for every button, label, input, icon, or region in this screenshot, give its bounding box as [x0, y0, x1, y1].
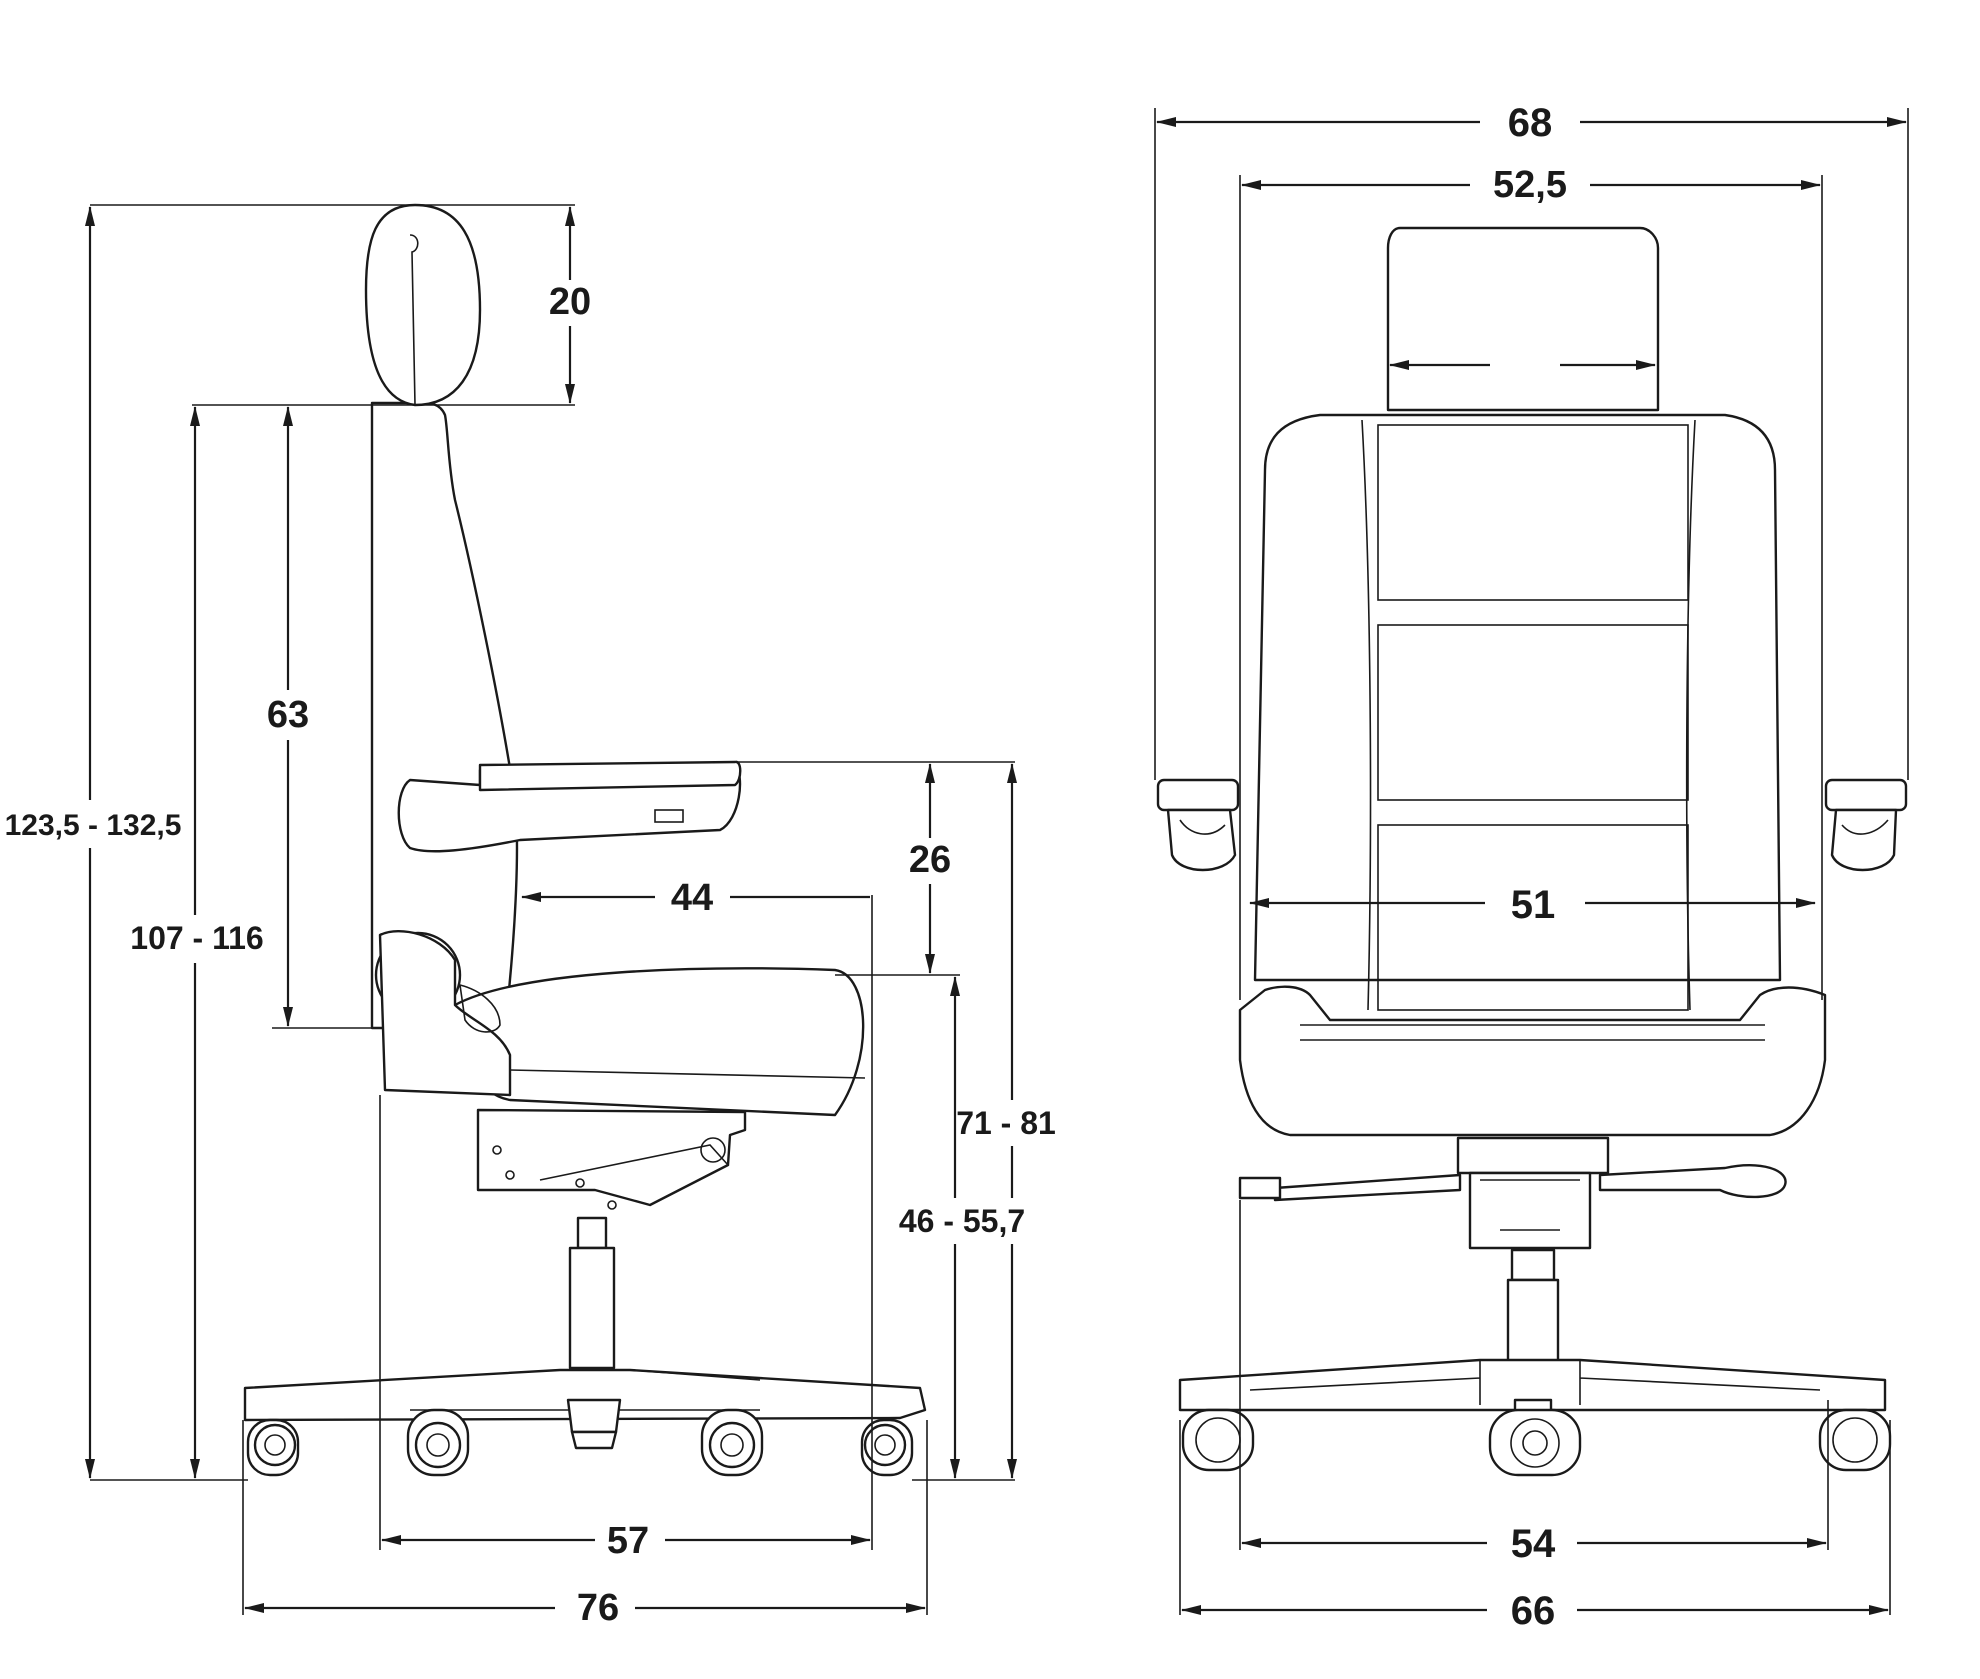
label-seat-depth: 44 [671, 877, 713, 919]
dimension-labels: 123,5 - 132,5 107 - 116 63 20 26 44 71 -… [5, 101, 1567, 1633]
front-backrest [1253, 413, 1782, 982]
front-caster-right [1818, 1408, 1892, 1472]
label-base-width: 66 [1511, 1589, 1556, 1633]
front-view-chair [1156, 226, 1908, 1477]
side-caster-4 [860, 1418, 914, 1477]
front-seat-cushion [1238, 985, 1827, 1137]
side-headrest [364, 203, 482, 407]
label-armrest-height: 71 - 81 [956, 1105, 1056, 1141]
label-width-54: 54 [1511, 1522, 1556, 1566]
side-caster-2 [406, 1408, 470, 1477]
label-width-52-5: 52,5 [1493, 164, 1567, 206]
label-height-without-headrest: 107 - 116 [130, 920, 263, 956]
label-seat-width: 51 [1511, 883, 1556, 927]
label-headrest-height: 20 [549, 281, 591, 323]
side-seat-cushion [453, 967, 865, 1117]
label-depth-57: 57 [607, 1520, 649, 1562]
side-caster-1 [246, 1418, 300, 1477]
front-caster-center [1488, 1408, 1582, 1477]
front-caster-left [1181, 1408, 1255, 1472]
label-armrest-above-seat: 26 [909, 839, 951, 881]
side-seat-plate [476, 1108, 747, 1207]
dimension-lines [8, 98, 1909, 1635]
label-back-height: 63 [267, 694, 309, 736]
label-seat-height: 46 - 55,7 [899, 1203, 1025, 1239]
label-base-depth: 76 [577, 1587, 619, 1629]
side-view-chair [243, 203, 927, 1477]
front-armrest-left [1156, 778, 1240, 872]
label-overall-width: 68 [1508, 101, 1553, 145]
front-armrest-right [1824, 778, 1908, 872]
label-total-height: 123,5 - 132,5 [5, 809, 182, 842]
side-caster-3 [700, 1408, 764, 1477]
